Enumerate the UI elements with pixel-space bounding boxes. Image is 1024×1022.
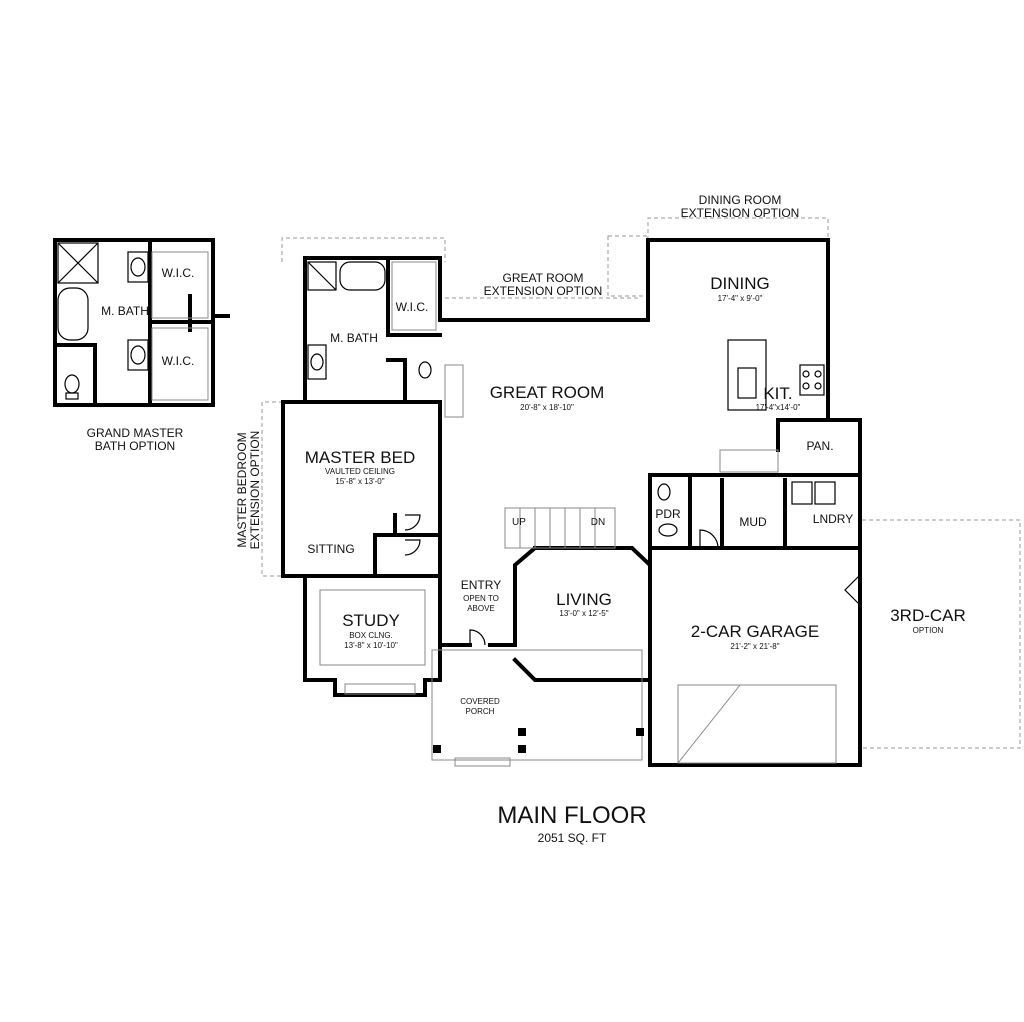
dining-extension-label-2: EXTENSION OPTION	[681, 206, 800, 220]
pantry-label: PAN.	[806, 439, 833, 453]
mbath-label: M. BATH	[330, 331, 378, 345]
wic-label: W.I.C.	[396, 300, 429, 314]
kitchen-label: KIT.	[763, 384, 792, 403]
dining-label: DINING	[710, 274, 770, 293]
gm-mbath-label: M. BATH	[101, 304, 149, 318]
labels: DINING ROOM EXTENSION OPTION GREAT ROOM …	[235, 193, 966, 845]
floor-title: MAIN FLOOR	[497, 802, 646, 829]
pdr-label: PDR	[655, 507, 681, 521]
gm-option-label-2: BATH OPTION	[95, 439, 175, 453]
interior-details	[307, 261, 861, 767]
laundry-label: LNDRY	[813, 512, 853, 526]
great-room-label: GREAT ROOM	[490, 383, 605, 402]
entry-label: ENTRY	[461, 578, 501, 592]
great-room-dims: 20'-8" x 18'-10"	[520, 403, 574, 412]
porch-label-1: COVERED	[460, 697, 500, 706]
master-bedroom-extension-label-1: MASTER BEDROOM	[235, 432, 249, 547]
gm-wic-top-label: W.I.C.	[162, 266, 195, 280]
option-outlines	[261, 217, 1021, 749]
dining-dims: 17'-4" x 9'-0"	[718, 294, 763, 303]
entry-note-1: OPEN TO	[463, 594, 499, 603]
master-bed-dims: 15'-8" x 13'-0"	[335, 477, 384, 486]
master-bedroom-extension-label-2: EXTENSION OPTION	[248, 431, 262, 550]
great-room-extension-label-1: GREAT ROOM	[503, 271, 584, 285]
exterior-walls	[281, 238, 862, 767]
study-note: BOX CLNG.	[349, 631, 393, 640]
study-label: STUDY	[342, 611, 400, 630]
porch-label-2: PORCH	[466, 707, 495, 716]
garage-dims: 21'-2" x 21'-8"	[730, 642, 779, 651]
dining-extension-label-1: DINING ROOM	[699, 193, 782, 207]
stairs	[504, 507, 616, 549]
living-dims: 13'-0" x 12'-5"	[559, 609, 608, 618]
living-label: LIVING	[556, 590, 612, 609]
mud-label: MUD	[739, 515, 767, 529]
sitting-label: SITTING	[307, 542, 354, 556]
entry-note-2: ABOVE	[467, 604, 495, 613]
stair-down-label: DN	[591, 517, 605, 528]
great-room-extension-label-2: EXTENSION OPTION	[484, 284, 603, 298]
garage-label: 2-CAR GARAGE	[691, 622, 819, 641]
kitchen-dims: 17'-4"x14'-0"	[756, 403, 801, 412]
third-car-label: 3RD-CAR	[890, 606, 966, 625]
floor-area: 2051 SQ. FT	[538, 831, 607, 845]
gm-wic-bottom-label: W.I.C.	[162, 354, 195, 368]
stair-up-label: UP	[512, 517, 526, 528]
grand-master-bath-option: M. BATH W.I.C. W.I.C. GRAND MASTER BATH …	[53, 238, 230, 453]
master-bed-label: MASTER BED	[305, 448, 416, 467]
study-dims: 13'-8" x 10'-10"	[344, 641, 398, 650]
third-car-note: OPTION	[913, 626, 944, 635]
master-bed-note: VAULTED CEILING	[325, 467, 395, 476]
gm-option-label-1: GRAND MASTER	[87, 426, 184, 440]
